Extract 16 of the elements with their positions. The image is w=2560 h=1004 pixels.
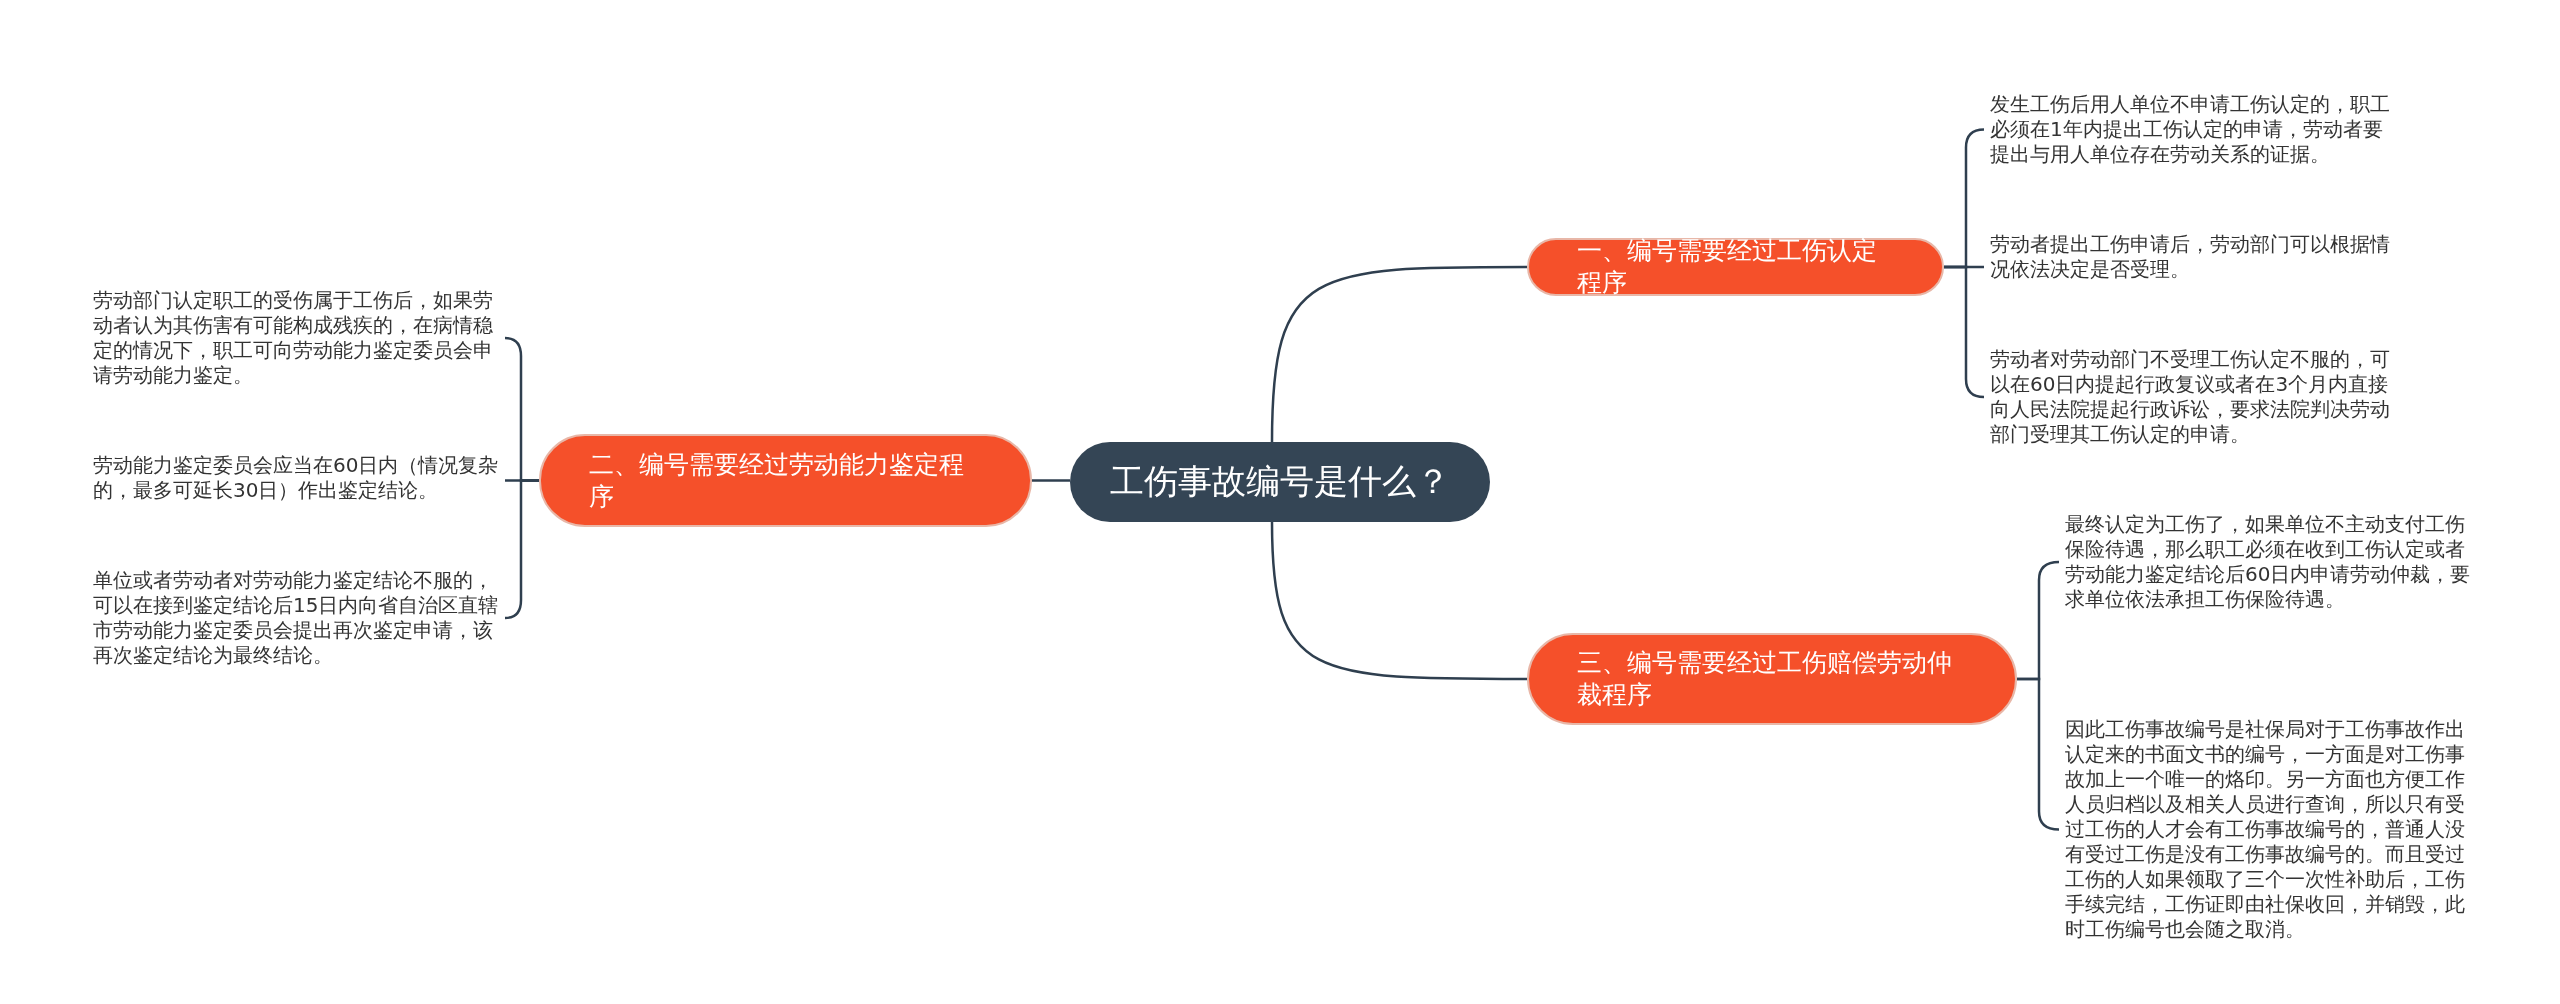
note-text: 劳动者提出工伤申请后，劳动部门可以根据情况依法决定是否受理。 [1990,232,2396,282]
note-text: 劳动者对劳动部门不受理工伤认定不服的，可以在60日内提起行政复议或者在3个月内直接向人民法院提起行政诉讼，要求法院判决劳动部门受理其工伤认定的申请。 [1990,347,2396,447]
note-text: 最终认定为工伤了，如果单位不主动支付工伤保险待遇，那么职工必须在收到工伤认定或者劳动能力鉴定结论后60日内申请劳动仲裁，要求单位依法承担工伤保险待遇。 [2065,512,2471,612]
connector-line [504,479,539,620]
note-text: 发生工伤后用人单位不申请工伤认定的，职工必须在1年内提出工伤认定的申请，劳动者要提出与用人单位存在劳动关系的证据。 [1990,92,2396,167]
branch-box: 一、编号需要经过工伤认定程序 [1527,238,1944,296]
note-text: 单位或者劳动者对劳动能力鉴定结论不服的，可以在接到鉴定结论后15日内向省自治区直辖市劳动能力鉴定委员会提出再次鉴定申请，该再次鉴定结论为最终结论。 [93,568,499,668]
note-text: 劳动部门认定职工的受伤属于工伤后，如果劳动者认为其伤害有可能构成残疾的，在病情稳定的情况下，职工可向劳动能力鉴定委员会申请劳动能力鉴定。 [93,288,499,388]
connector-line [1270,521,1527,681]
note-text: 劳动能力鉴定委员会应当在60日内（情况复杂的，最多可延长30日）作出鉴定结论。 [93,453,499,503]
topic-box: 工伤事故编号是什么？ [1070,442,1490,522]
note-text: 因此工伤事故编号是社保局对于工伤事故作出认定来的书面文书的编号，一方面是对工伤事故加上一个唯一的烙印。另一方面也方便工作人员归档以及相关人员进行查询，所以只有受过工伤的人才会有工伤事故编号的，普通人没有受过工伤是没有工伤事故编号的。而且受过工伤的人如果领取了三个一次性补助后，工伤手续完结，工伤证即由社保收回，并销毁，此时工伤编号也会随之取消。 [2065,717,2471,942]
connector-line [1270,265,1527,443]
branch-box: 二、编号需要经过劳动能力鉴定程序 [539,434,1032,527]
branch-box: 三、编号需要经过工伤赔偿劳动仲裁程序 [1527,633,2017,725]
connector-line [1032,479,1070,482]
